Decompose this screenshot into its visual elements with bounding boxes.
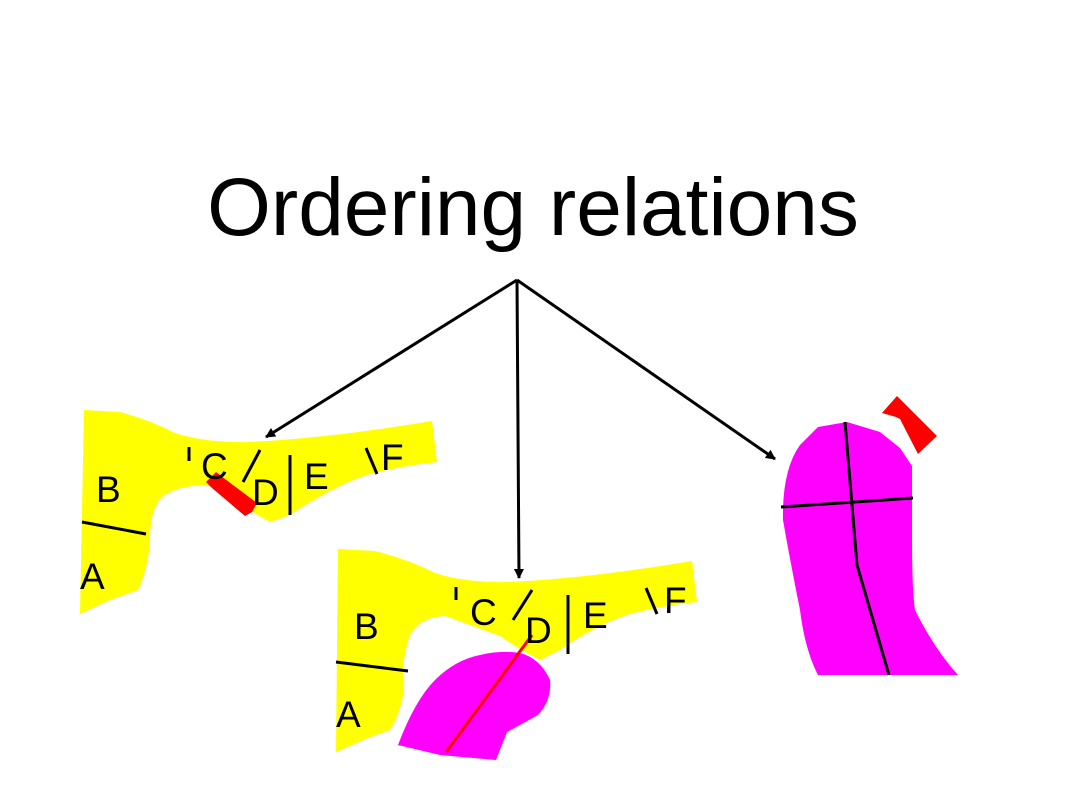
left-label-d: D <box>252 472 279 513</box>
left-figure: A B C D E F <box>80 410 437 614</box>
left-yellow-region <box>80 410 437 614</box>
right-figure <box>780 396 958 676</box>
middle-label-d: D <box>525 610 552 651</box>
arrow-down-icon <box>513 279 524 579</box>
left-label-a: A <box>80 556 105 597</box>
left-divider-cd <box>241 449 262 483</box>
middle-magenta-blob <box>398 651 551 760</box>
right-vertical-divider-lower <box>855 564 891 676</box>
left-label-e: E <box>304 456 329 497</box>
left-label-f: F <box>381 437 404 478</box>
middle-label-f: F <box>664 580 687 621</box>
slide-title: Ordering relations <box>207 162 859 253</box>
arrow-left-icon <box>265 278 518 439</box>
left-label-b: B <box>96 469 121 510</box>
middle-label-c: C <box>470 592 497 633</box>
middle-divider-ab <box>335 660 409 673</box>
right-magenta-region <box>782 422 958 675</box>
arrow-right-icon <box>516 278 776 461</box>
middle-label-e: E <box>583 595 608 636</box>
middle-yellow-region <box>336 549 697 752</box>
left-red-marker <box>206 472 257 516</box>
middle-divider-ef <box>644 587 659 615</box>
middle-figure: A B C D E F <box>335 549 697 760</box>
left-divider-ef <box>364 447 379 475</box>
right-vertical-divider <box>843 421 859 566</box>
left-divider-ab <box>81 520 147 536</box>
right-red-marker <box>882 396 937 454</box>
left-label-c: C <box>201 446 228 487</box>
middle-label-a: A <box>336 694 361 735</box>
middle-divider-cd <box>511 589 534 621</box>
middle-red-line <box>444 634 534 753</box>
middle-label-b: B <box>354 606 379 647</box>
ordering-arrows <box>265 278 776 579</box>
right-horizontal-divider <box>780 496 914 509</box>
